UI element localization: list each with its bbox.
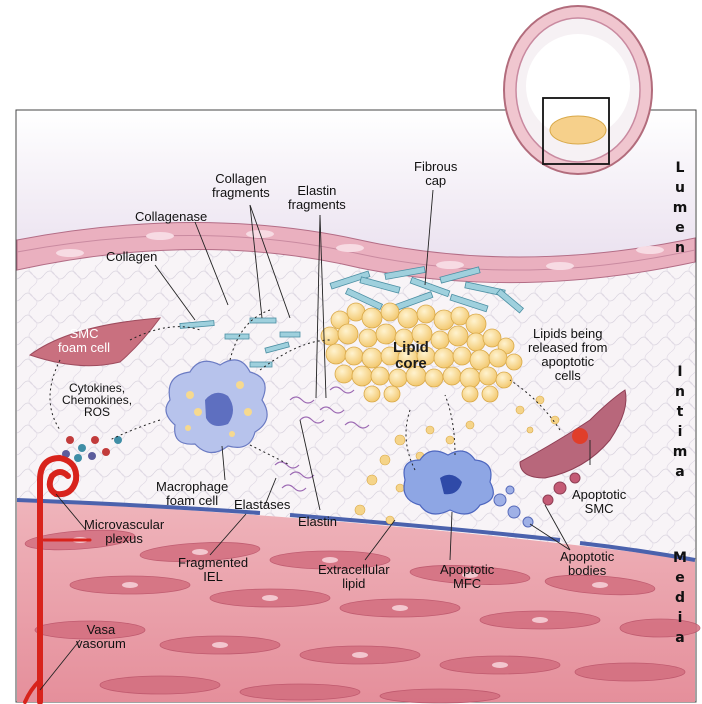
label-line: bodies	[560, 564, 614, 578]
label-line: SMC	[572, 502, 626, 516]
label-line: Apoptotic	[572, 488, 626, 502]
label-elastin: Elastin	[298, 515, 337, 529]
label-line: core	[393, 356, 429, 372]
label-line: SMC	[58, 327, 110, 341]
macrophage-foam-cell	[166, 360, 267, 453]
label-line: cells	[528, 369, 607, 383]
label-line: Vasa	[76, 623, 126, 637]
layer-letter: d	[671, 588, 689, 608]
label-line: vasorum	[76, 637, 126, 651]
layer-letter: m	[671, 198, 689, 218]
label-fibrous-cap: Fibrous cap	[414, 160, 457, 188]
label-line: foam cell	[58, 341, 110, 355]
label-vasa-vasorum: Vasa vasorum	[76, 623, 126, 651]
label-microvascular-plexus: Microvascular plexus	[84, 518, 164, 546]
label-line: Lipid	[393, 340, 429, 356]
layer-letter: m	[671, 442, 689, 462]
label-line: ROS	[62, 406, 132, 418]
label-line: Fragmented	[178, 556, 248, 570]
label-apoptotic-bodies: Apoptotic bodies	[560, 550, 614, 578]
label-lipid-core: Lipid core	[393, 340, 429, 372]
layer-letter: t	[671, 402, 689, 422]
label-line: IEL	[178, 570, 248, 584]
label-apoptotic-mfc: Apoptotic MFC	[440, 563, 494, 591]
label-line: released from	[528, 341, 607, 355]
label-cytokines: Cytokines, Chemokines, ROS	[62, 382, 132, 418]
layer-letter: e	[671, 568, 689, 588]
inset-artery-cross-section	[504, 6, 652, 174]
label-line: lipid	[318, 577, 390, 591]
layer-letter: M	[671, 548, 689, 568]
label-collagenase: Collagenase	[135, 210, 207, 224]
label-line: fragments	[288, 198, 346, 212]
layer-letter: L	[671, 158, 689, 178]
layer-letter: e	[671, 218, 689, 238]
label-elastases: Elastases	[234, 498, 290, 512]
label-smc-foam-cell: SMC foam cell	[58, 327, 110, 355]
label-line: Collagen	[212, 172, 270, 186]
layer-letter: a	[671, 462, 689, 482]
label-apoptotic-smc: Apoptotic SMC	[572, 488, 626, 516]
layer-letter: i	[671, 608, 689, 628]
label-line: Macrophage	[156, 480, 228, 494]
label-line: Apoptotic	[440, 563, 494, 577]
label-extracellular-lipid: Extracellular lipid	[318, 563, 390, 591]
label-lipids-released: Lipids being released from apoptotic cel…	[528, 327, 607, 383]
label-line: cap	[414, 174, 457, 188]
label-line: apoptotic	[528, 355, 607, 369]
layer-letter: u	[671, 178, 689, 198]
label-line: MFC	[440, 577, 494, 591]
label-line: fragments	[212, 186, 270, 200]
label-line: Apoptotic	[560, 550, 614, 564]
label-collagen: Collagen	[106, 250, 157, 264]
label-elastin-fragments: Elastin fragments	[288, 184, 346, 212]
label-line: plexus	[84, 532, 164, 546]
layer-letter: n	[671, 238, 689, 258]
layer-letter: a	[671, 628, 689, 648]
label-line: Fibrous	[414, 160, 457, 174]
label-line: foam cell	[156, 494, 228, 508]
layer-letter: n	[671, 382, 689, 402]
apoptotic-mfc	[404, 451, 493, 514]
label-line: Microvascular	[84, 518, 164, 532]
label-collagen-fragments: Collagen fragments	[212, 172, 270, 200]
label-line: Elastin	[288, 184, 346, 198]
label-macrophage-foam-cell: Macrophage foam cell	[156, 480, 228, 508]
layer-letter: I	[671, 362, 689, 382]
layer-letter: i	[671, 422, 689, 442]
label-line: Lipids being	[528, 327, 607, 341]
label-fragmented-iel: Fragmented IEL	[178, 556, 248, 584]
label-line: Extracellular	[318, 563, 390, 577]
